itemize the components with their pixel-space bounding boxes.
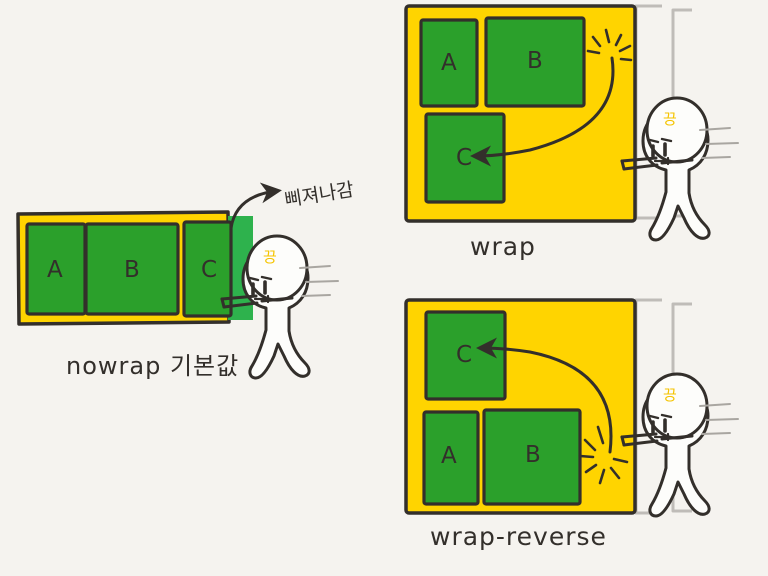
wrap-item-c-label: C [456,145,472,171]
wrap-item-a-label: A [441,50,457,76]
nowrap-overflow-arrow [229,182,282,230]
panel-wrap-reverse: C A B 끙 [404,298,739,518]
nowrap-item-c [182,220,233,318]
wrap-item-a [419,18,479,108]
wrap-reverse-item-a [422,410,480,506]
caption-nowrap: nowrap 기본값 [66,352,240,380]
character-wrap: 끙 [620,96,739,242]
nowrap-item-c-label: C [201,257,217,283]
wrap-impact-burst [586,28,633,62]
wrap-flow-arrow [470,56,615,167]
wrap-reverse-item-c [424,310,507,401]
effort-mark-wrap: 끙 [663,110,677,128]
effort-mark-wrap-reverse: 끙 [663,386,677,404]
wrap-reverse-flow-arrow [476,337,613,454]
wrap-reverse-impact-burst [578,425,629,485]
wrap-reverse-item-a-label: A [441,443,457,469]
panel-nowrap: A B C 끙 [16,182,339,380]
character-nowrap: 끙 [220,234,339,380]
wrap-reverse-item-b-label: B [525,442,541,468]
wrap-item-c [424,112,506,204]
nowrap-item-b [84,222,180,316]
character-wrap-reverse: 끙 [620,372,739,518]
nowrap-item-b-label: B [124,257,140,283]
panel-wrap: A B C 끙 [404,4,739,242]
wrap-reverse-item-c-label: C [456,342,472,368]
nowrap-item-a-label: A [47,257,63,283]
wrap-item-b [484,16,586,108]
caption-wrap-reverse: wrap-reverse [430,522,607,551]
caption-wrap: wrap [470,232,536,261]
effort-mark-nowrap: 끙 [263,248,277,266]
wrap-item-b-label: B [527,48,543,74]
